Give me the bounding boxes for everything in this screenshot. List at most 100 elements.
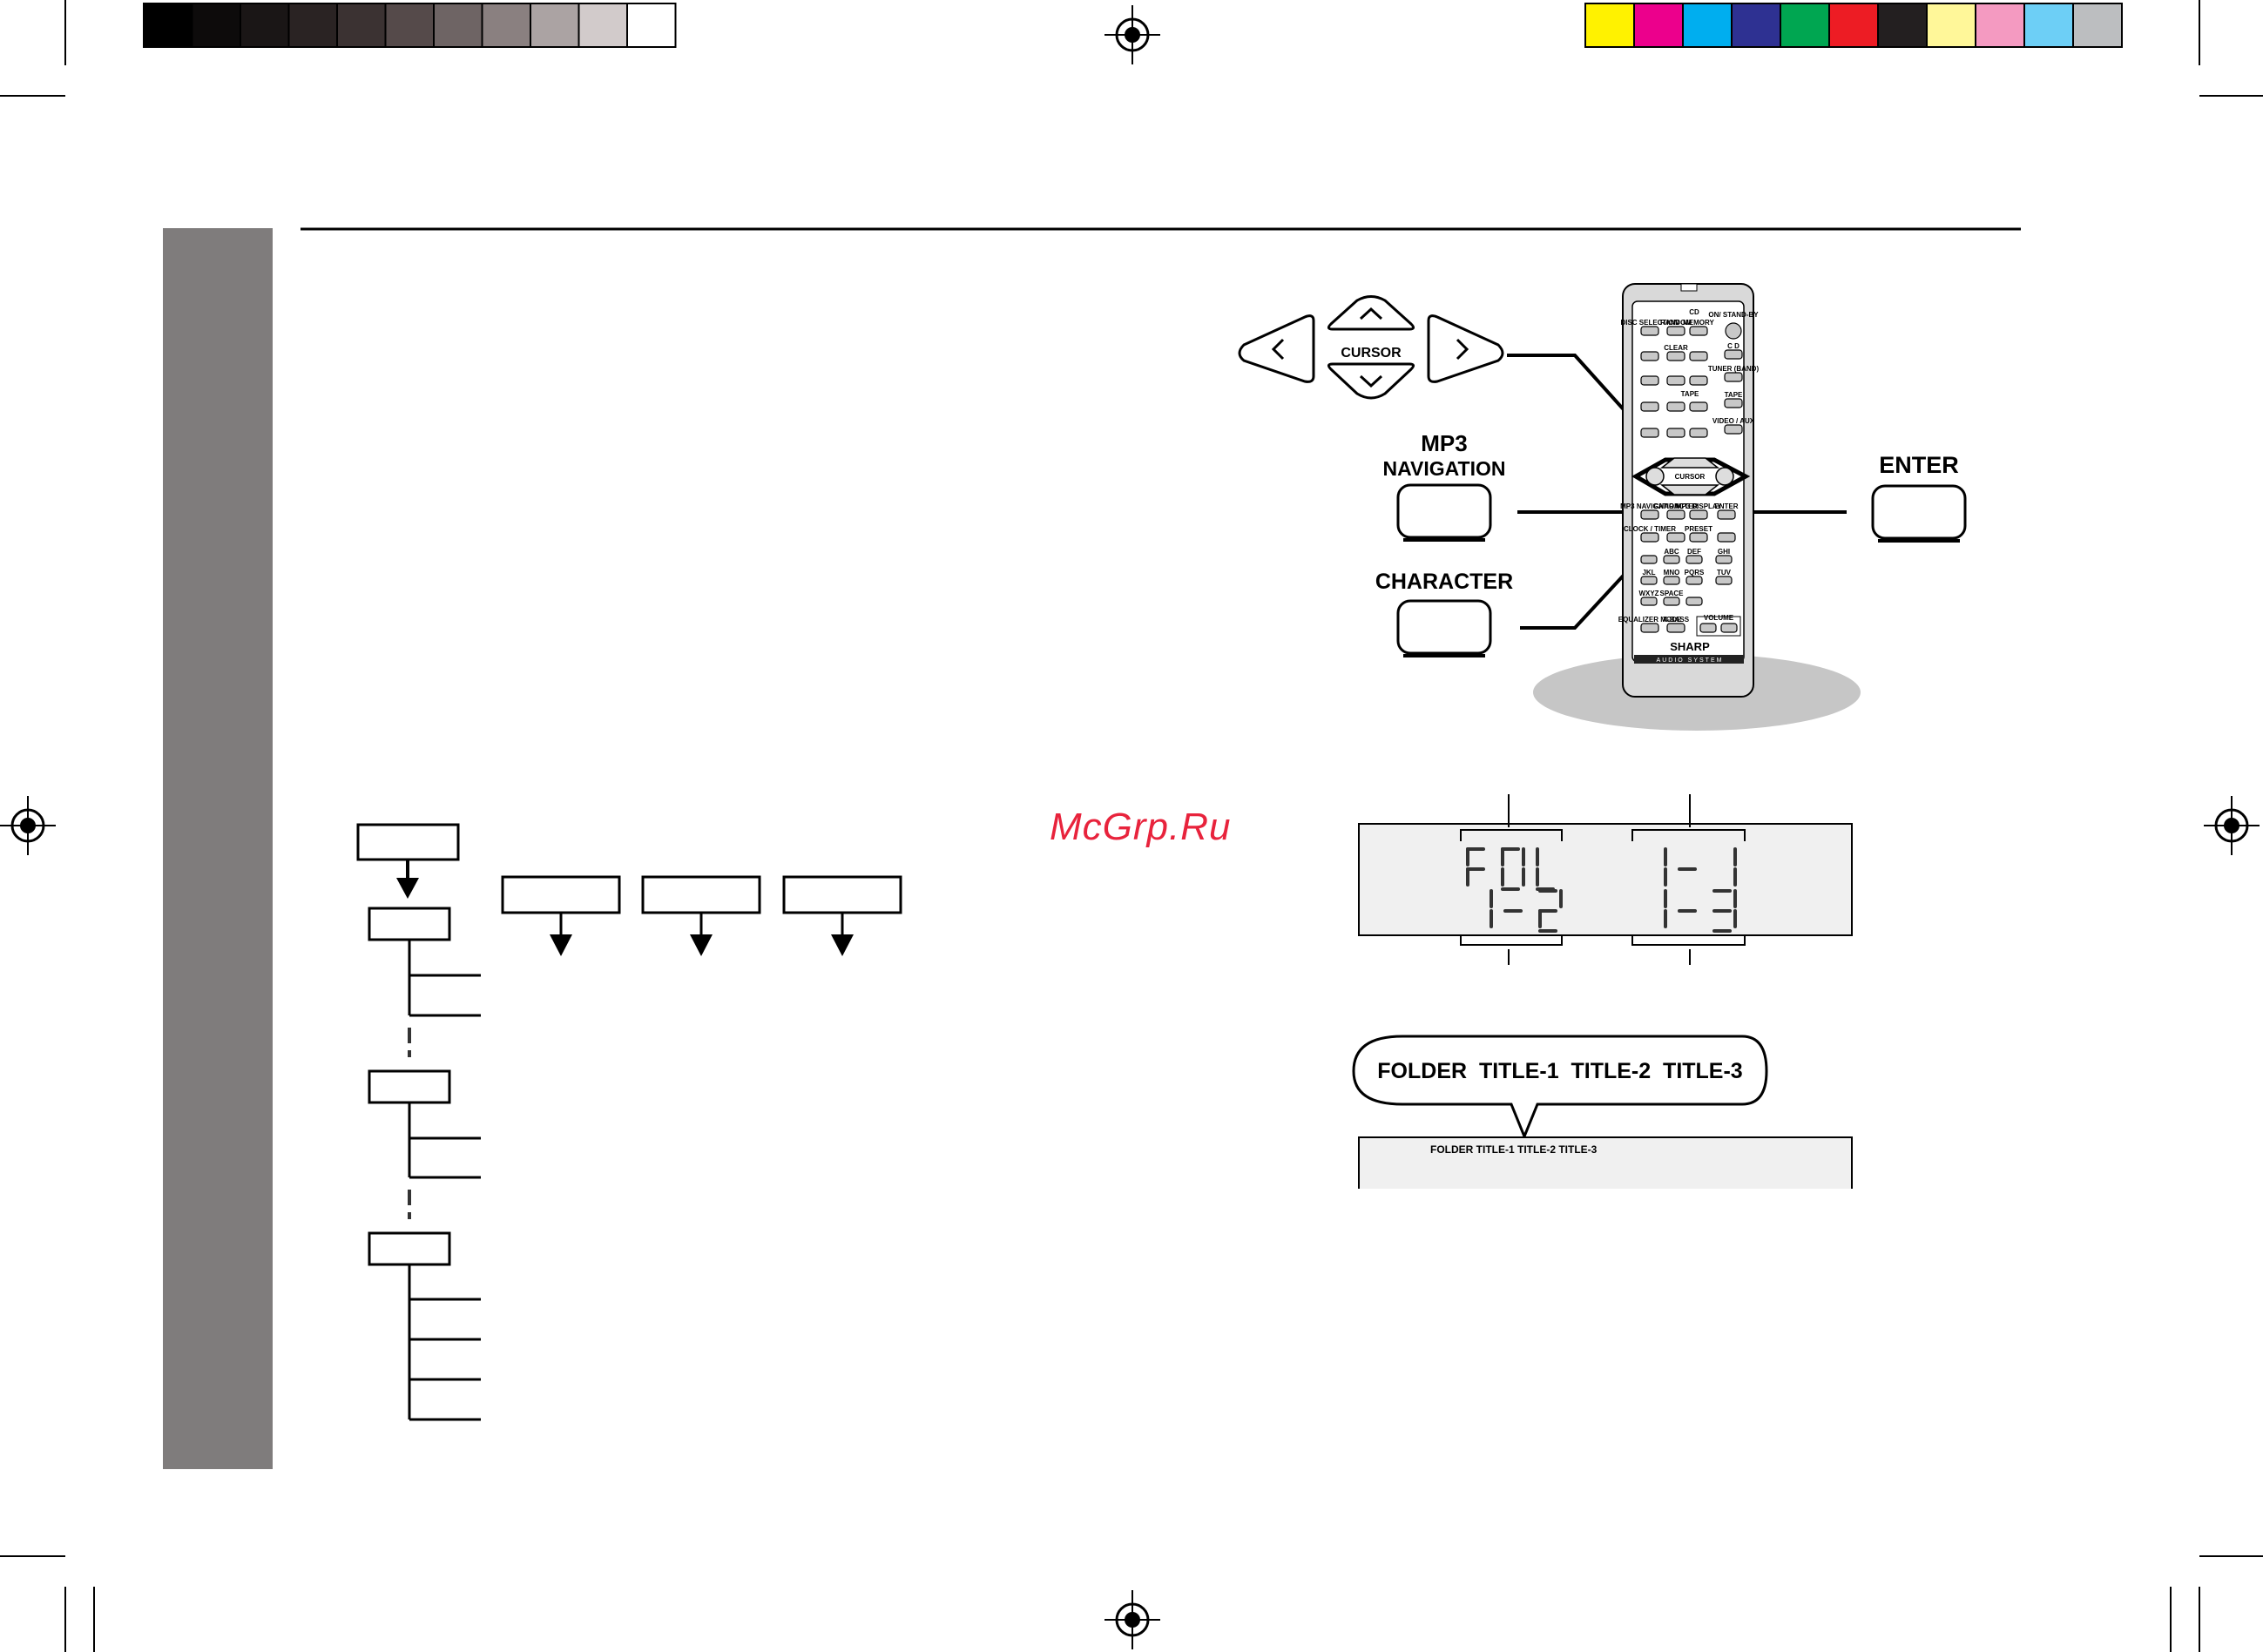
cursor-up-button: [1327, 295, 1415, 331]
remote-key: [1689, 509, 1708, 520]
remote-key: [1666, 326, 1685, 336]
character-button: [1396, 599, 1492, 655]
remote-key-label: TAPE: [1681, 390, 1699, 398]
remote-key-label: C D: [1727, 342, 1739, 350]
remote-key: [1666, 509, 1685, 520]
chevron-down-icon: [1359, 374, 1383, 388]
gray-swatch: [530, 3, 580, 48]
lcd-text-1-1: [1664, 847, 1737, 891]
remote-key: [1724, 398, 1743, 408]
remote-key-label: EQUALIZER MODE: [1618, 616, 1682, 624]
remote-key-label: X-BASS: [1663, 616, 1690, 624]
remote-key: [1699, 623, 1717, 633]
remote-key-label: CHARACTER: [1654, 502, 1699, 510]
remote-key-label: JKL: [1642, 569, 1655, 577]
color-swatch: [1584, 3, 1635, 48]
gray-swatch: [336, 3, 387, 48]
side-tab: [163, 228, 273, 1469]
remote-key-label: WXYZ: [1638, 590, 1658, 597]
cursor-down-button: [1327, 362, 1415, 400]
power-button: [1725, 322, 1742, 340]
cursor-left-button: [1238, 314, 1315, 383]
chevron-up-icon: [1359, 307, 1383, 320]
remote-key-label: CLEAR: [1664, 344, 1688, 352]
remote-key: [1717, 509, 1736, 520]
remote-key: [1640, 351, 1659, 361]
tree-folder-box-3: [368, 1231, 451, 1266]
navigation-label: NAVIGATION: [1383, 457, 1506, 480]
remote-key: [1689, 375, 1708, 386]
remote-key: [1663, 597, 1680, 606]
scroll-text: FOLDER TITLE-1 TITLE-2 TITLE-3: [1430, 1143, 1598, 1156]
remote-key: [1689, 401, 1708, 412]
color-swatch: [1975, 3, 2025, 48]
remote-key-label: VIDEO / AUX: [1712, 417, 1755, 425]
lcd-display-indicators: [1358, 794, 1853, 965]
remote-key: [1640, 326, 1659, 336]
remote-key: [1663, 555, 1680, 564]
gray-swatch: [143, 3, 193, 48]
color-swatch: [1828, 3, 1879, 48]
lcd-text-1-3: [1664, 889, 1737, 933]
flow-box-3: [782, 875, 902, 914]
remote-key: [1685, 555, 1703, 564]
gray-swatch: [384, 3, 435, 48]
gray-swatch: [240, 3, 290, 48]
mp3-navigation-button: [1396, 483, 1492, 539]
remote-cursor-label: CURSOR: [1675, 473, 1706, 481]
remote-key: [1640, 597, 1658, 606]
enter-button: [1871, 484, 1967, 540]
flow-box-1: [501, 875, 621, 914]
remote-key: [1666, 428, 1685, 438]
remote-key-label: RANDOM: [1660, 319, 1692, 327]
remote-key-label: ABC: [1664, 548, 1679, 556]
cursor-arrow-icons: [1271, 307, 1469, 388]
remote-key-label: PQRS: [1685, 569, 1705, 577]
remote-key-label: VOLUME: [1704, 614, 1734, 622]
tree-folder-box-1: [368, 907, 451, 941]
remote-key: [1689, 351, 1708, 361]
volume-frame: [1696, 616, 1741, 637]
gray-swatch: [626, 3, 677, 48]
registration-mark-top: [1104, 5, 1160, 64]
remote-key-label: MP3 NAVIGATION: [1620, 502, 1679, 510]
remote-key: [1717, 532, 1736, 543]
color-swatch: [1682, 3, 1733, 48]
remote-key-label: DEF: [1687, 548, 1701, 556]
remote-key-label: ENTER: [1714, 502, 1738, 510]
lcd-display-scroll: FOLDER TITLE-1 TITLE-2 TITLE-3: [1358, 1136, 1853, 1189]
remote-key-label: PRESET: [1685, 525, 1712, 533]
bubble-text: FOLDER TITLE-1 TITLE-2 TITLE-3: [1377, 1059, 1742, 1083]
gray-swatch: [578, 3, 628, 48]
remote-key-label: DISC SELECTION: [1620, 319, 1679, 327]
title-speech-bubble: FOLDER TITLE-1 TITLE-2 TITLE-3: [1352, 1035, 1768, 1140]
remote-key: [1663, 576, 1680, 585]
remote-key-label: MEMORY: [1683, 319, 1714, 327]
character-label: CHARACTER: [1375, 570, 1513, 594]
remote-key: [1724, 372, 1743, 382]
tree-root-box: [356, 823, 460, 861]
gray-swatch: [191, 3, 241, 48]
remote-key-label: MP3 DISPLAY: [1676, 502, 1722, 510]
remote-cursor-pad: CURSOR: [1631, 457, 1751, 496]
mp3-label: MP3: [1421, 430, 1467, 456]
remote-key: [1666, 532, 1685, 543]
chevron-right-icon: [1456, 338, 1469, 361]
color-swatch: [1731, 3, 1781, 48]
flow-box-2: [641, 875, 761, 914]
gray-swatch: [287, 3, 338, 48]
color-swatch: [1877, 3, 1928, 48]
remote-key: [1715, 576, 1733, 585]
remote-key: [1720, 623, 1738, 633]
remote-key: [1724, 349, 1743, 360]
remote-key-label: ON/ STAND-BY: [1708, 311, 1759, 319]
remote-key: [1666, 351, 1685, 361]
lcd-text-folder: [1466, 847, 1560, 891]
watermark-text: McGrp.Ru: [1050, 806, 1232, 848]
remote-key: [1640, 401, 1659, 412]
remote-key: [1640, 428, 1659, 438]
registration-mark-left: [0, 796, 56, 855]
